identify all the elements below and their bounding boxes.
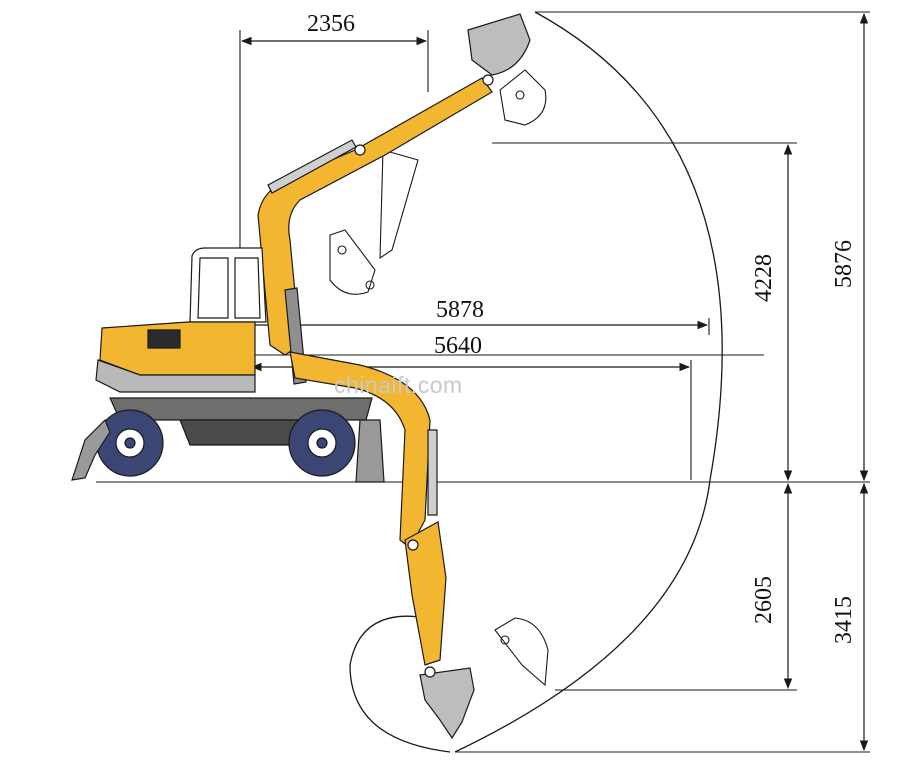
raised-boom bbox=[257, 13, 531, 356]
counterweight-shadow bbox=[95, 359, 256, 393]
outrigger bbox=[355, 419, 385, 483]
lowered-bucket bbox=[419, 667, 475, 740]
dimension-max-depth: 3415 bbox=[831, 596, 857, 644]
reach-envelope bbox=[349, 11, 723, 753]
wheel-icon bbox=[288, 409, 356, 477]
lowered-boom-cylinder bbox=[427, 429, 438, 516]
cab-window-right bbox=[234, 257, 261, 319]
cab-window-left bbox=[197, 257, 229, 319]
dimension-dig-depth: 2605 bbox=[751, 576, 777, 624]
raised-bucket bbox=[467, 13, 531, 76]
watermark: chinaift.com bbox=[334, 372, 463, 398]
dimension-reach-ground: 5878 bbox=[436, 297, 484, 323]
ghost-stick-upper bbox=[379, 149, 419, 260]
dimension-reach-level: 5640 bbox=[434, 333, 482, 359]
dozer-blade bbox=[71, 418, 111, 481]
lowered-boom bbox=[289, 351, 475, 740]
outer-reach-arc bbox=[454, 11, 723, 753]
chassis-lower bbox=[179, 419, 301, 446]
raised-boom-body bbox=[257, 77, 493, 356]
dimension-dump-height: 4228 bbox=[751, 254, 777, 302]
bucket-icon bbox=[499, 69, 547, 126]
bucket-icon bbox=[329, 229, 376, 295]
wheel-icon bbox=[96, 409, 164, 477]
bucket-icon bbox=[494, 617, 549, 687]
lower-reach-arc bbox=[349, 615, 451, 753]
dimension-max-height: 5876 bbox=[831, 240, 857, 288]
excavator-icon bbox=[71, 247, 385, 483]
engine-vent bbox=[147, 329, 181, 349]
reference-lines bbox=[96, 11, 870, 753]
lowered-stick bbox=[404, 521, 447, 666]
ghost-arm-positions bbox=[329, 69, 549, 687]
dimension-arrows bbox=[240, 12, 869, 752]
dimension-top-width: 2356 bbox=[307, 11, 355, 37]
